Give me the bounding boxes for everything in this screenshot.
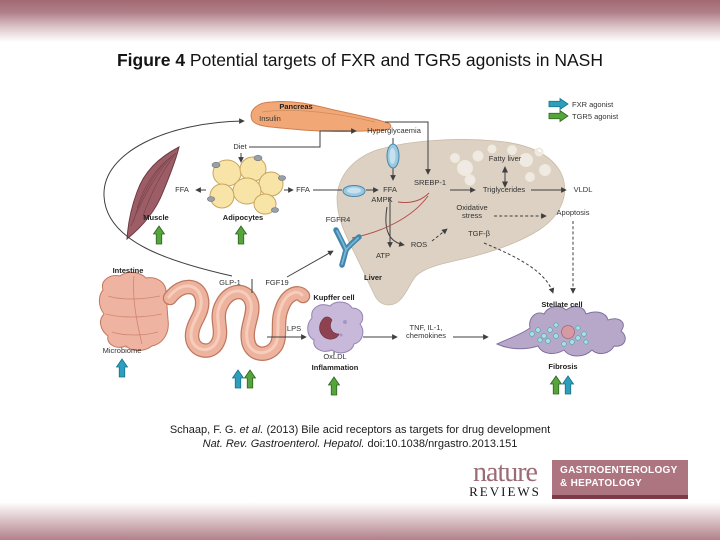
logo-journal-line1: GASTROENTEROLOGY	[560, 465, 678, 476]
inhibition-ampk-srebp1	[397, 192, 430, 203]
arrow-insulin-to-srebp1	[385, 121, 431, 175]
label-ffa-muscle: FFA	[175, 185, 189, 194]
label-liver: Liver	[364, 273, 382, 282]
label-fgfr4: FGFR4	[325, 215, 351, 224]
logo-brand: nature REVIEWS	[458, 457, 552, 499]
citation-line2: Nat. Rev. Gastroenterol. Hepatol. doi:10…	[202, 438, 518, 450]
label-apoptosis: Apoptosis	[556, 208, 590, 217]
tgr5-up-arrow-muscle	[153, 225, 165, 245]
label-srebp1: SREBP-1	[413, 178, 447, 187]
tgr5-up-arrow-inflammation	[328, 376, 340, 396]
label-tgf-beta: TGF-β	[468, 229, 490, 238]
label-ros: ROS	[410, 240, 428, 249]
label-fgf19: FGF19	[265, 278, 289, 287]
intestine-illustration	[98, 271, 311, 361]
label-ampk: AMPK	[371, 195, 393, 204]
label-insulin: Insulin	[259, 114, 281, 123]
label-lps: LPS	[286, 324, 302, 333]
stellate-cell-illustration	[495, 306, 626, 357]
figure-number: Figure 4	[116, 50, 186, 70]
label-vldl: VLDL	[573, 185, 593, 194]
muscle-illustration	[126, 146, 180, 241]
label-tnf-il1: TNF, IL-1, chemokines	[405, 323, 447, 341]
arrow-ros-to-oxidative-stress	[431, 228, 448, 242]
kupffer-cell-illustration	[307, 301, 364, 354]
transporter-icons	[333, 143, 400, 268]
arrow-tgfb-to-stellate	[483, 242, 555, 294]
figure-title: Potential targets of FXR and TGR5 agonis…	[185, 50, 603, 70]
legend-tgr5-label: TGR5 agonist	[572, 112, 619, 121]
tgr5-up-arrow-intestine	[244, 369, 256, 389]
label-hyperglycaemia: Hyperglycaemia	[367, 126, 421, 135]
label-ffa-liver: FFA	[383, 185, 397, 194]
logo-journal-line2: & HEPATOLOGY	[560, 477, 642, 489]
label-diet: Diet	[233, 142, 247, 151]
legend-item-fxr: FXR agonist	[572, 100, 613, 109]
nature-reviews-logo: nature REVIEWS GASTROENTEROLOGY & HEPATO…	[458, 457, 688, 499]
arrow-diet-to-hyperglycaemia	[249, 128, 357, 148]
label-ffa-adipocytes: FFA	[296, 185, 310, 194]
label-glp1: GLP-1	[219, 278, 241, 287]
tgr5-agonist-arrow-icon	[548, 110, 569, 122]
fxr-up-arrow-fibrosis	[562, 375, 574, 395]
tgr5-up-arrow-fibrosis	[550, 375, 562, 395]
logo-reviews-text: REVIEWS	[469, 484, 541, 499]
label-adipocytes: Adipocytes	[222, 213, 264, 222]
label-oxldl: OxLDL	[323, 352, 347, 361]
citation-line1: Schaap, F. G. et al. (2013) Bile acid re…	[169, 424, 551, 436]
fxr-up-arrow-microbiome	[116, 358, 128, 378]
arrow-ffa-to-ros	[385, 206, 405, 247]
label-oxidative-stress: Oxidative stress	[456, 203, 488, 221]
adipocytes-illustration	[207, 155, 286, 215]
label-kupffer-cell: Kupffer cell	[313, 293, 355, 302]
label-microbiome: Microbiome	[102, 346, 142, 355]
label-triglycerides: Triglycerides	[482, 185, 526, 194]
logo-nature-text: nature	[473, 457, 538, 488]
label-fatty-liver: Fatty liver	[488, 154, 522, 163]
label-fibrosis: Fibrosis	[548, 362, 578, 371]
top-gradient-bar	[0, 0, 720, 42]
label-inflammation: Inflammation	[311, 363, 359, 372]
label-intestine: Intestine	[112, 266, 144, 275]
fxr-agonist-arrow-icon	[548, 98, 569, 110]
arrow-glp1-to-insulin	[103, 118, 245, 277]
label-stellate-cell: Stellate cell	[541, 300, 583, 309]
bottom-gradient-bar	[0, 502, 720, 540]
citation: Schaap, F. G. et al. (2013) Bile acid re…	[0, 423, 720, 451]
legend-fxr-label: FXR agonist	[572, 100, 614, 109]
logo-journal-box: GASTROENTEROLOGY & HEPATOLOGY	[552, 460, 688, 499]
legend-item-tgr5: TGR5 agonist	[572, 112, 618, 121]
liver-illustration	[336, 139, 566, 306]
label-atp: ATP	[375, 251, 391, 260]
legend-icons	[548, 98, 569, 122]
fatty-liver-droplets	[450, 144, 551, 186]
page-title: Figure 4 Potential targets of FXR and TG…	[0, 50, 720, 71]
label-muscle: Muscle	[143, 213, 169, 222]
fxr-up-arrow-intestine	[232, 369, 244, 389]
arrow-fgf19-to-fgfr4	[286, 250, 334, 278]
label-pancreas: Pancreas	[279, 102, 313, 111]
tgr5-up-arrow-adipocytes	[235, 225, 247, 245]
fgfr4-receptor-icon	[333, 227, 362, 268]
